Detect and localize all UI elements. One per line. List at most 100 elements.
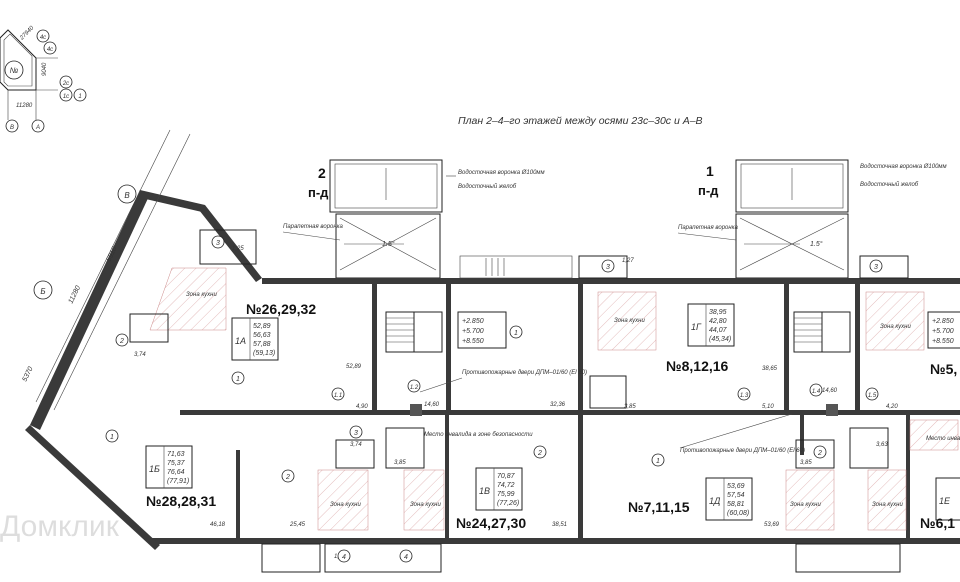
svg-text:1,25: 1,25 [232, 246, 244, 252]
plan-title: План 2–4–го этажей между осями 23с–30с и… [458, 115, 703, 127]
svg-text:(77,91): (77,91) [167, 478, 189, 485]
svg-text:1.5°: 1.5° [810, 240, 823, 248]
svg-text:Водосточный желоб: Водосточный желоб [458, 183, 517, 190]
svg-text:3,74: 3,74 [350, 442, 362, 448]
svg-text:46,18: 46,18 [210, 522, 226, 528]
svg-text:2: 2 [817, 450, 822, 457]
apt-group-6: №7,11,15 [628, 499, 690, 515]
svg-text:71,63: 71,63 [167, 451, 185, 458]
svg-text:57,54: 57,54 [727, 492, 745, 499]
svg-text:1.1: 1.1 [334, 393, 342, 399]
svg-text:38,65: 38,65 [762, 366, 778, 372]
svg-text:75,37: 75,37 [167, 460, 186, 467]
svg-text:3: 3 [606, 264, 610, 271]
svg-text:1Б: 1Б [149, 464, 160, 474]
svg-text:1: 1 [514, 330, 518, 337]
svg-text:1с: 1с [63, 94, 69, 100]
svg-text:(59,13): (59,13) [253, 350, 275, 357]
apt-group-5: №24,27,30 [456, 515, 526, 531]
svg-text:Водосточный желоб: Водосточный желоб [860, 181, 919, 188]
elevation-boxes: +2.850 +5.700 +8.550 +2.850 +5.700 +8.55… [457, 311, 960, 349]
svg-text:42,80: 42,80 [709, 318, 727, 325]
svg-text:3,63: 3,63 [876, 442, 888, 448]
svg-text:Зона кухни: Зона кухни [872, 502, 903, 508]
apt-group-7: №6,1 [920, 515, 955, 531]
svg-text:1: 1 [110, 434, 114, 441]
svg-text:44,07: 44,07 [709, 327, 728, 334]
svg-text:Б: Б [40, 287, 45, 296]
svg-text:5,10: 5,10 [762, 404, 774, 410]
svg-text:38,95: 38,95 [709, 309, 727, 316]
svg-text:76,64: 76,64 [167, 469, 185, 476]
svg-text:1.5: 1.5 [868, 393, 877, 399]
stair-1-number: 1 [706, 163, 714, 179]
svg-text:75,99: 75,99 [497, 491, 515, 498]
room-number-markers: 1 1 1 1 2 2 2 2 3 3 3 3 4 4 1.1 1.2 1.3 … [105, 235, 883, 563]
loggias [199, 229, 909, 573]
svg-text:3: 3 [874, 264, 878, 271]
stair-2-number: 2 [318, 165, 326, 181]
svg-text:32,36: 32,36 [550, 402, 566, 408]
svg-text:1,27: 1,27 [622, 258, 634, 264]
svg-text:2: 2 [119, 338, 124, 345]
svg-text:(60,08): (60,08) [727, 510, 749, 517]
fire-door-note-2: Противопожарные двери ДПМ–01/60 (El 60) [680, 448, 805, 454]
svg-text:Зона кухни: Зона кухни [880, 324, 911, 330]
apt-group-1: №26,29,32 [246, 301, 316, 317]
apt-group-3: №5, [930, 361, 957, 377]
svg-text:1: 1 [656, 458, 660, 465]
roof-projection-right [735, 159, 849, 279]
svg-text:Водосточная воронка Ø100мм: Водосточная воронка Ø100мм [860, 164, 947, 170]
svg-text:11280: 11280 [68, 285, 83, 305]
svg-text:3,85: 3,85 [394, 460, 406, 466]
svg-text:4,90: 4,90 [356, 404, 368, 410]
svg-text:53,69: 53,69 [764, 522, 780, 528]
kitchen-zones [149, 267, 959, 531]
svg-text:В: В [124, 191, 130, 200]
svg-text:1: 1 [78, 94, 81, 100]
svg-text:Зона кухни: Зона кухни [186, 292, 217, 298]
bathrooms [129, 313, 889, 469]
svg-text:53,69: 53,69 [727, 483, 745, 490]
key-dim-3: 27940 [18, 25, 35, 42]
svg-text:Зона кухни: Зона кухни [790, 502, 821, 508]
svg-text:2: 2 [537, 450, 542, 457]
apartment-group-labels: №26,29,32 №8,12,16 №5, №28,28,31 №24,27,… [146, 301, 957, 531]
key-dim-1: 11280 [16, 103, 33, 109]
svg-text:14,60: 14,60 [822, 388, 838, 394]
svg-text:А: А [35, 125, 40, 131]
svg-text:4с: 4с [40, 35, 46, 41]
svg-text:1Е: 1Е [939, 496, 951, 506]
svg-text:+8.550: +8.550 [462, 338, 484, 345]
svg-text:Водосточная воронка Ø100мм: Водосточная воронка Ø100мм [458, 170, 545, 176]
svg-text:52,89: 52,89 [346, 364, 362, 370]
watermark: Домклик [0, 510, 120, 543]
svg-text:74,72: 74,72 [497, 482, 515, 489]
svg-text:56,63: 56,63 [253, 332, 271, 339]
fire-door-note-1: Противопожарные двери ДПМ–01/60 (El 60) [462, 370, 587, 376]
key-plan: № 4с 4с 2с 1с 1 В А 11280 9040 27940 [0, 25, 87, 133]
svg-text:3: 3 [216, 240, 220, 247]
svg-text:+2.850: +2.850 [462, 318, 484, 325]
svg-text:3: 3 [354, 430, 358, 437]
svg-text:5370: 5370 [22, 366, 35, 383]
svg-text:1.4: 1.4 [812, 389, 821, 395]
svg-text:70,87: 70,87 [497, 473, 516, 480]
svg-text:1Д: 1Д [709, 496, 721, 506]
svg-text:2с: 2с [62, 81, 69, 87]
svg-text:1.3: 1.3 [740, 393, 749, 399]
svg-text:2: 2 [285, 474, 290, 481]
svg-text:(77,26): (77,26) [497, 500, 519, 507]
svg-text:Зона кухни: Зона кухни [614, 318, 645, 324]
svg-text:1А: 1А [235, 336, 246, 346]
stairs [385, 311, 851, 353]
svg-text:4: 4 [342, 554, 346, 561]
svg-text:+5.700: +5.700 [932, 328, 954, 335]
svg-text:3,85: 3,85 [624, 404, 636, 410]
apartment-tags: 1А 52,89 56,63 57,88 (59,13) 1Б 71,63 75… [145, 303, 960, 521]
svg-text:Зона кухни: Зона кухни [330, 502, 361, 508]
drain-notes: Водосточная воронка Ø100мм Водосточный ж… [282, 164, 947, 241]
apt-group-2: №8,12,16 [666, 358, 729, 374]
stair-2-label: п-д [308, 185, 329, 200]
